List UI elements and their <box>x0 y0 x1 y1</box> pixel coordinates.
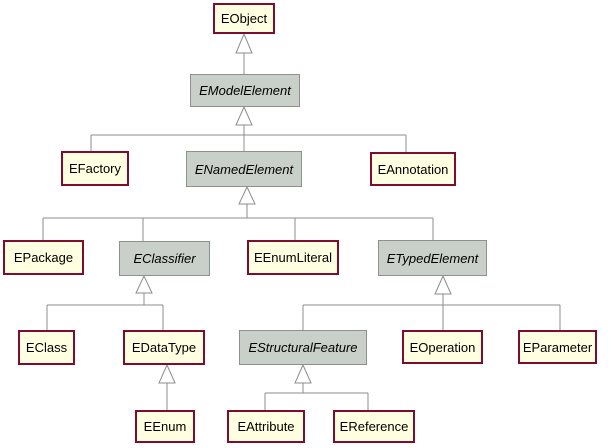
class-node-eclass[interactable]: EClass <box>18 330 75 365</box>
class-node-enamedelement[interactable]: ENamedElement <box>186 151 302 187</box>
class-node-etypedelement[interactable]: ETypedElement <box>378 240 487 276</box>
class-node-eparameter[interactable]: EParameter <box>518 330 597 364</box>
class-label: EReference <box>339 419 409 434</box>
inheritance-triangle-icon <box>135 274 153 294</box>
class-node-eattribute[interactable]: EAttribute <box>227 410 305 443</box>
class-node-eoperation[interactable]: EOperation <box>402 330 483 364</box>
class-node-epackage[interactable]: EPackage <box>3 240 84 275</box>
generalization-edge-etypedelement <box>302 274 561 331</box>
class-label: EEnumLiteral <box>253 250 333 265</box>
class-label: EObject <box>220 11 268 26</box>
class-node-ereference[interactable]: EReference <box>333 410 415 443</box>
class-node-edatatype[interactable]: EDataType <box>123 330 205 365</box>
generalization-edge-estructuralfeature <box>264 363 369 411</box>
inheritance-triangle-icon <box>434 274 452 295</box>
class-label: EAttribute <box>237 419 295 434</box>
inheritance-triangle-icon <box>238 185 256 205</box>
class-label: ETypedElement <box>386 250 479 266</box>
inheritance-triangle-icon <box>235 105 253 126</box>
class-label: EAnnotation <box>377 161 449 177</box>
class-node-efactory[interactable]: EFactory <box>61 151 129 186</box>
class-label: EModelElement <box>199 83 291 98</box>
inheritance-triangle-icon <box>235 32 253 54</box>
generalization-edge-eclassifier <box>46 274 164 331</box>
class-label: EDataType <box>131 340 197 355</box>
class-node-eobject[interactable]: EObject <box>213 3 275 34</box>
class-node-emodelelement[interactable]: EModelElement <box>190 74 300 107</box>
class-node-eannotation[interactable]: EAnnotation <box>370 152 456 186</box>
class-node-eenum[interactable]: EEnum <box>135 410 195 443</box>
class-node-eclassifier[interactable]: EClassifier <box>119 241 210 276</box>
class-label: ENamedElement <box>194 161 294 177</box>
class-label: EFactory <box>68 161 121 176</box>
class-node-estructuralfeature[interactable]: EStructuralFeature <box>239 330 367 365</box>
class-label: EClassifier <box>133 251 196 266</box>
class-label: EClass <box>25 340 68 355</box>
class-label: EParameter <box>522 339 593 355</box>
class-label: EStructuralFeature <box>248 340 358 355</box>
generalization-edge-eobject <box>235 32 253 74</box>
class-node-eenumliteral[interactable]: EEnumLiteral <box>247 240 339 275</box>
class-label: EEnum <box>143 419 187 434</box>
generalization-edge-emodelelement <box>90 105 407 153</box>
generalization-edge-enamedelement <box>42 185 434 242</box>
class-label: EPackage <box>13 250 74 265</box>
class-label: EOperation <box>409 339 476 355</box>
generalization-edge-edatatype <box>158 363 176 411</box>
inheritance-triangle-icon <box>294 363 312 384</box>
inheritance-triangle-icon <box>158 363 176 384</box>
